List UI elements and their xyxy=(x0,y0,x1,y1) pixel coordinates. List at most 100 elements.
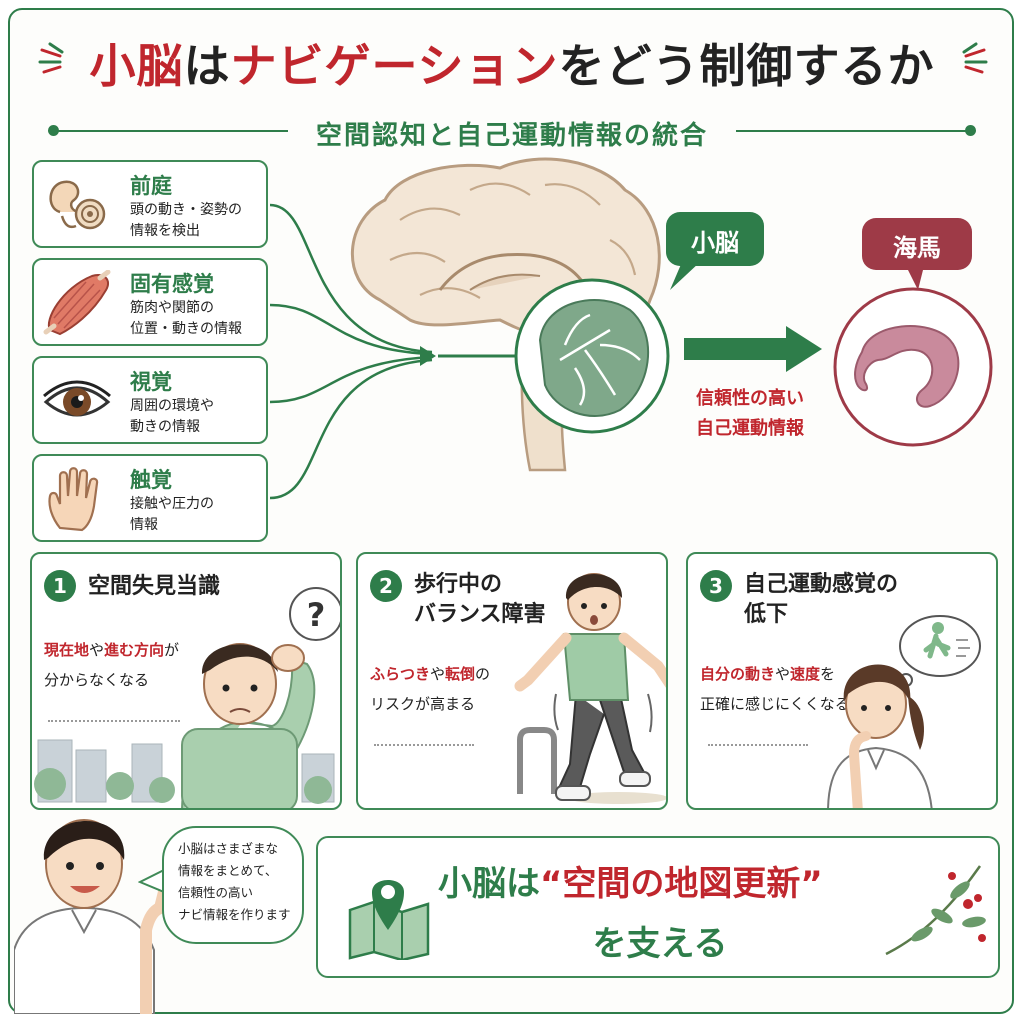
sense-heading-touch: 触覚 xyxy=(130,468,172,492)
card-number: 2 xyxy=(370,570,402,602)
card-heading: 歩行中のバランス障害 xyxy=(414,570,546,630)
card-heading-line-2: 低下 xyxy=(744,602,789,627)
card-heading-line-1: 歩行中の xyxy=(414,572,503,597)
muscle-icon xyxy=(43,270,111,336)
card-keyword: 進む方向 xyxy=(104,641,165,659)
card-heading-line-1: 自己運動感覚の xyxy=(744,572,899,597)
summary-keyword: “空間の地図更新” xyxy=(540,864,823,904)
summary-line-1: 小脳は“空間の地図更新” xyxy=(438,856,823,905)
card-particle: を xyxy=(820,665,836,683)
card-text-line-1: 現在地や進む方向が xyxy=(44,636,179,664)
title-subject: 小脳 xyxy=(89,39,184,93)
subtitle-row: 空間認知と自己運動情報の統合 xyxy=(48,115,976,151)
sense-line-1: 頭の動き・姿勢の xyxy=(130,202,242,218)
subtitle: 空間認知と自己運動情報の統合 xyxy=(315,121,708,151)
cerebellum-icon xyxy=(514,278,670,434)
sensory-arrows xyxy=(269,203,532,500)
title-particle: は xyxy=(183,39,231,93)
card-text-line-2: 正確に感じにくくなる xyxy=(700,695,850,713)
berry-branch-icon xyxy=(885,865,986,956)
cerebellum-label: 小脳 xyxy=(691,229,739,257)
sense-heading-proprioception: 固有感覚 xyxy=(130,272,214,296)
hippocampus-label-bubble xyxy=(862,218,972,290)
card-self-motion-decline: 3 自己運動感覚の低下 自分の動きや速度を 正確に感じにくくなる xyxy=(686,552,998,810)
summary-subject: 小脳は xyxy=(438,864,540,904)
card-number: 3 xyxy=(700,570,732,602)
sense-description-vision: 周囲の環境や動きの情報 xyxy=(130,396,270,438)
sense-box-vestibular: 前庭 頭の動き・姿勢の情報を検出 xyxy=(32,160,268,248)
card-keyword: 自分の動き xyxy=(700,665,776,683)
brain-diagram xyxy=(269,157,993,500)
card-particle: の xyxy=(475,665,491,683)
sense-heading-vestibular: 前庭 xyxy=(130,174,172,198)
card-dotted-line xyxy=(708,744,808,746)
card-spatial-disorientation: 1 空間失見当識 現在地や進む方向が 分からなくなる ? xyxy=(30,552,342,810)
walking-person-icon xyxy=(923,622,970,659)
card-keyword: 転倒 xyxy=(445,665,476,683)
card-heading-line-2: バランス障害 xyxy=(414,602,546,627)
card-text-line-1: 自分の動きや速度を xyxy=(700,660,835,688)
sense-box-touch: 触覚 接触や圧力の情報 xyxy=(32,454,268,542)
right-sparkle-icon xyxy=(962,42,988,74)
sense-line-1: 接触や圧力の xyxy=(130,496,214,512)
flow-line-1: 信頼性の高い xyxy=(696,388,804,409)
card-particle: や xyxy=(775,665,791,683)
sense-description-vestibular: 頭の動き・姿勢の情報を検出 xyxy=(130,200,270,242)
card-number: 1 xyxy=(44,570,76,602)
sense-box-proprioception: 固有感覚 筋肉や関節の位置・動きの情報 xyxy=(32,258,268,346)
card-text-line-2: 分からなくなる xyxy=(44,671,150,689)
subtitle-right-line xyxy=(736,130,968,132)
card-keyword: ふらつき xyxy=(370,665,431,683)
flow-description: 信頼性の高い自己運動情報 xyxy=(660,384,840,444)
sense-heading-vision: 視覚 xyxy=(130,370,172,394)
card-particle: や xyxy=(89,641,105,659)
flow-arrow xyxy=(684,326,822,372)
ear-icon xyxy=(49,180,106,230)
map-pin-icon xyxy=(348,880,430,960)
hippocampus-label: 海馬 xyxy=(893,234,941,262)
guide-boy-illustration xyxy=(14,819,170,1014)
card-heading: 空間失見当識 xyxy=(88,574,221,599)
card-heading: 自己運動感覚の低下 xyxy=(744,570,898,630)
card-particle: や xyxy=(430,665,446,683)
sense-line-1: 筋肉や関節の xyxy=(130,300,214,316)
speech-line-1: 小脳はさまざまな xyxy=(178,841,279,856)
hippocampus-icon xyxy=(833,287,993,447)
title-keyword: ナビゲーション xyxy=(230,39,559,93)
stumbling-boy-illustration xyxy=(514,573,666,804)
speech-bubble: 小脳はさまざまな 情報をまとめて、 信頼性の高い ナビ情報を作ります xyxy=(162,826,304,944)
confused-boy-illustration: ? xyxy=(34,587,340,808)
hand-icon xyxy=(48,467,99,532)
subtitle-left-dot xyxy=(48,125,59,136)
card-text-line-2: リスクが高まる xyxy=(370,695,476,713)
eye-icon xyxy=(43,380,111,417)
card-dotted-line xyxy=(48,720,180,722)
sense-description-touch: 接触や圧力の情報 xyxy=(130,494,270,536)
speech-line-3: 信頼性の高い xyxy=(178,885,254,900)
sense-line-2: 情報を検出 xyxy=(130,223,200,239)
speech-line-4: ナビ情報を作ります xyxy=(178,907,291,922)
sense-line-2: 動きの情報 xyxy=(130,419,200,435)
sense-line-2: 情報 xyxy=(130,517,158,533)
speech-line-2: 情報をまとめて、 xyxy=(178,863,278,878)
summary-line-2: を支える xyxy=(592,924,728,964)
flow-line-2: 自己運動情報 xyxy=(696,418,804,439)
title-question: をどう制御するか xyxy=(558,39,935,93)
card-balance-disorder: 2 歩行中のバランス障害 ふらつきや転倒の リスクが高まる xyxy=(356,552,668,810)
card-text-line-1: ふらつきや転倒の xyxy=(370,660,490,688)
sense-line-2: 位置・動きの情報 xyxy=(130,321,242,337)
page-title: 小脳はナビゲーションをどう制御するか xyxy=(0,30,1024,96)
card-keyword: 速度 xyxy=(790,665,821,683)
card-dotted-line xyxy=(374,744,474,746)
cerebellum-label-bubble xyxy=(666,212,764,290)
subtitle-right-dot xyxy=(965,125,976,136)
card-keyword: 現在地 xyxy=(44,641,90,659)
left-sparkle-icon xyxy=(38,42,64,74)
trees-icon xyxy=(34,768,332,804)
summary-box: 小脳は“空間の地図更新” を支える xyxy=(316,836,1000,978)
thinking-girl-illustration xyxy=(827,615,981,808)
sense-box-vision: 視覚 周囲の環境や動きの情報 xyxy=(32,356,268,444)
card-particle: が xyxy=(164,641,180,659)
sense-description-proprioception: 筋肉や関節の位置・動きの情報 xyxy=(130,298,270,340)
svg-text:?: ? xyxy=(307,596,326,634)
